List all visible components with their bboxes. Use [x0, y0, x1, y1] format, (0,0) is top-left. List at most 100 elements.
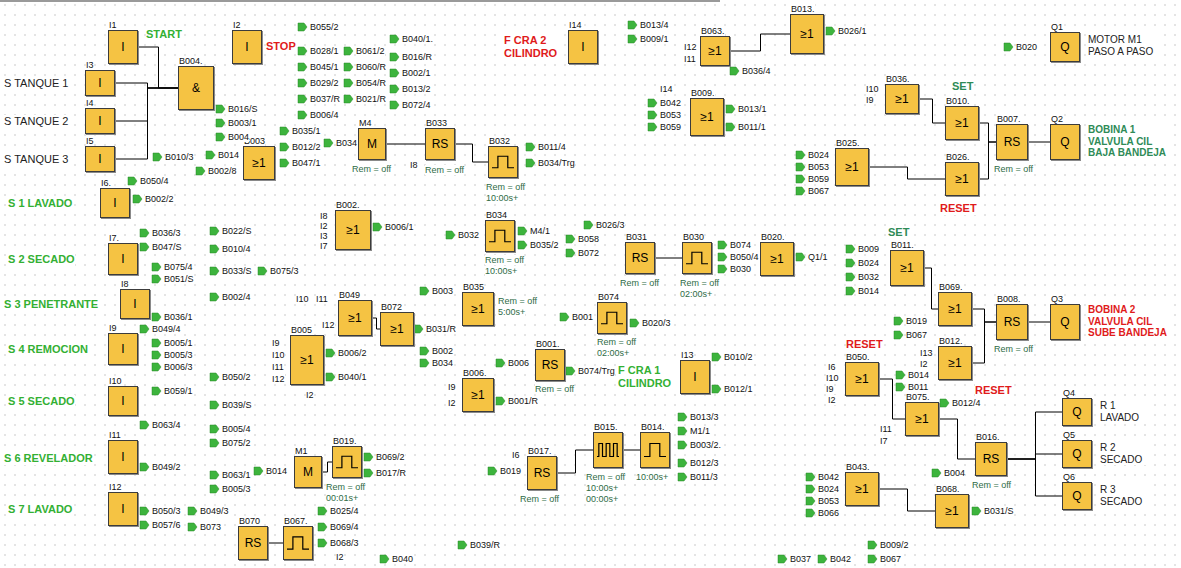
flag-marker: [718, 241, 727, 249]
connector-flag: B074: [730, 240, 751, 250]
block-number: M1: [295, 446, 308, 456]
connector-flag: B039/R: [470, 540, 500, 550]
flag-marker: [630, 319, 639, 327]
block-symbol: ≥1: [900, 262, 913, 275]
function-block: B074: [597, 302, 627, 334]
flag-marker: [318, 523, 327, 531]
flag-marker: [628, 21, 637, 29]
block-number: B050.: [846, 352, 870, 362]
wire: [979, 123, 996, 142]
connector-flag: B012/1: [724, 384, 753, 394]
connector-flag: B072: [578, 248, 599, 258]
connector-flag: B036/1: [164, 312, 193, 322]
flag-marker: [210, 401, 219, 409]
connector-flag: B002/2: [145, 194, 174, 204]
function-block: B011.≥1: [890, 250, 924, 286]
parameter-text: Rem = off: [994, 164, 1033, 174]
wire: [455, 144, 488, 162]
parameter-text: 10:00s+: [586, 483, 618, 493]
flag-marker: [152, 387, 161, 395]
flag-marker: [726, 105, 735, 113]
connector-flag: B040/1.: [402, 34, 433, 44]
signal-name: BOBINA 1 VALVULA CIL BAJA BANDEJA: [1088, 124, 1174, 159]
pin-name: I6: [512, 450, 520, 460]
flag-marker: [518, 241, 527, 249]
block-symbol: I: [121, 503, 124, 516]
block-symbol: RS: [1004, 316, 1021, 329]
parameter-text: Rem = off: [486, 182, 525, 192]
flag-marker: [868, 541, 877, 549]
connector-flag: B050/2: [222, 372, 251, 382]
flag-marker: [140, 521, 149, 529]
block-number: Q2: [1051, 114, 1063, 124]
block-number: B008.: [997, 294, 1021, 304]
wire: [322, 462, 332, 472]
block-number: B036.: [886, 74, 910, 84]
connector-flag: B067: [906, 330, 927, 340]
parameter-text: 10:00s+: [486, 193, 518, 203]
block-symbol: I: [98, 77, 101, 90]
function-block: B030: [682, 242, 712, 274]
timer-symbol: [488, 146, 518, 178]
function-block: B003≥1: [243, 146, 275, 180]
flag-marker: [940, 399, 949, 407]
block-symbol: M: [303, 466, 313, 479]
connector-flag: B036/4: [742, 66, 771, 76]
pin-name: I9: [272, 338, 280, 348]
pin-name: I6: [828, 362, 836, 372]
flag-marker: [210, 471, 219, 479]
block-symbol: Q: [1060, 136, 1069, 149]
block-number: I7.: [109, 233, 119, 243]
connector-flag: B004: [228, 132, 249, 142]
flag-marker: [188, 523, 197, 531]
flag-marker: [806, 485, 815, 493]
function-block: B017.RS: [527, 456, 557, 490]
flag-marker: [140, 463, 149, 471]
function-block: B019.: [332, 446, 362, 478]
pulse-line: [287, 537, 309, 549]
signal-name: S TANQUE 2: [4, 115, 68, 128]
connector-flag: B049/4: [152, 324, 181, 334]
block-symbol: ≥1: [252, 157, 265, 170]
flag-marker: [446, 231, 455, 239]
pin-name: I2: [306, 390, 314, 400]
block-symbol: ≥1: [471, 303, 484, 316]
function-block: B007.RS: [996, 124, 1028, 160]
wire: [115, 88, 178, 121]
block-number: B049: [339, 290, 360, 300]
parameter-text: Rem = off: [326, 482, 365, 492]
flag-marker: [566, 235, 575, 243]
pin-name: I11: [272, 362, 284, 372]
connector-flag: B047/1: [292, 158, 321, 168]
pin-name: I2: [828, 395, 836, 405]
function-block: B001.RS: [535, 349, 565, 381]
connector-flag: B003/1: [228, 118, 257, 128]
block-symbol: I: [113, 197, 116, 210]
block-symbol: Q: [1060, 316, 1069, 329]
function-block: I13I: [680, 360, 710, 394]
flag-marker: [726, 123, 735, 131]
pin-name: I10: [272, 350, 285, 360]
connector-flag: B029/2: [310, 78, 339, 88]
parameter-text: 10:00s+: [485, 266, 517, 276]
function-block: B070RS: [238, 526, 268, 560]
wire: [972, 309, 996, 322]
block-symbol: ≥1: [845, 161, 858, 174]
function-block: B009.≥1: [690, 98, 724, 136]
function-block: B026.≥1: [945, 162, 979, 196]
flag-marker: [778, 555, 787, 563]
connector-flag: B031/S: [984, 506, 1014, 516]
flag-marker: [846, 287, 855, 295]
block-number: I2: [233, 20, 241, 30]
signal-name: S 4 REMOCION: [8, 343, 88, 356]
connector-flag: B047/S: [152, 242, 182, 252]
connector-flag: B011: [908, 382, 928, 392]
signal-name: S TANQUE 1: [4, 77, 68, 90]
block-symbol: ≥1: [948, 303, 961, 316]
connector-flag: B006/4: [310, 110, 339, 120]
block-number: B004.: [179, 56, 203, 66]
pin-name: I11: [316, 294, 328, 304]
signal-name: S 2 SECADO: [8, 253, 75, 266]
flag-marker: [364, 453, 373, 461]
